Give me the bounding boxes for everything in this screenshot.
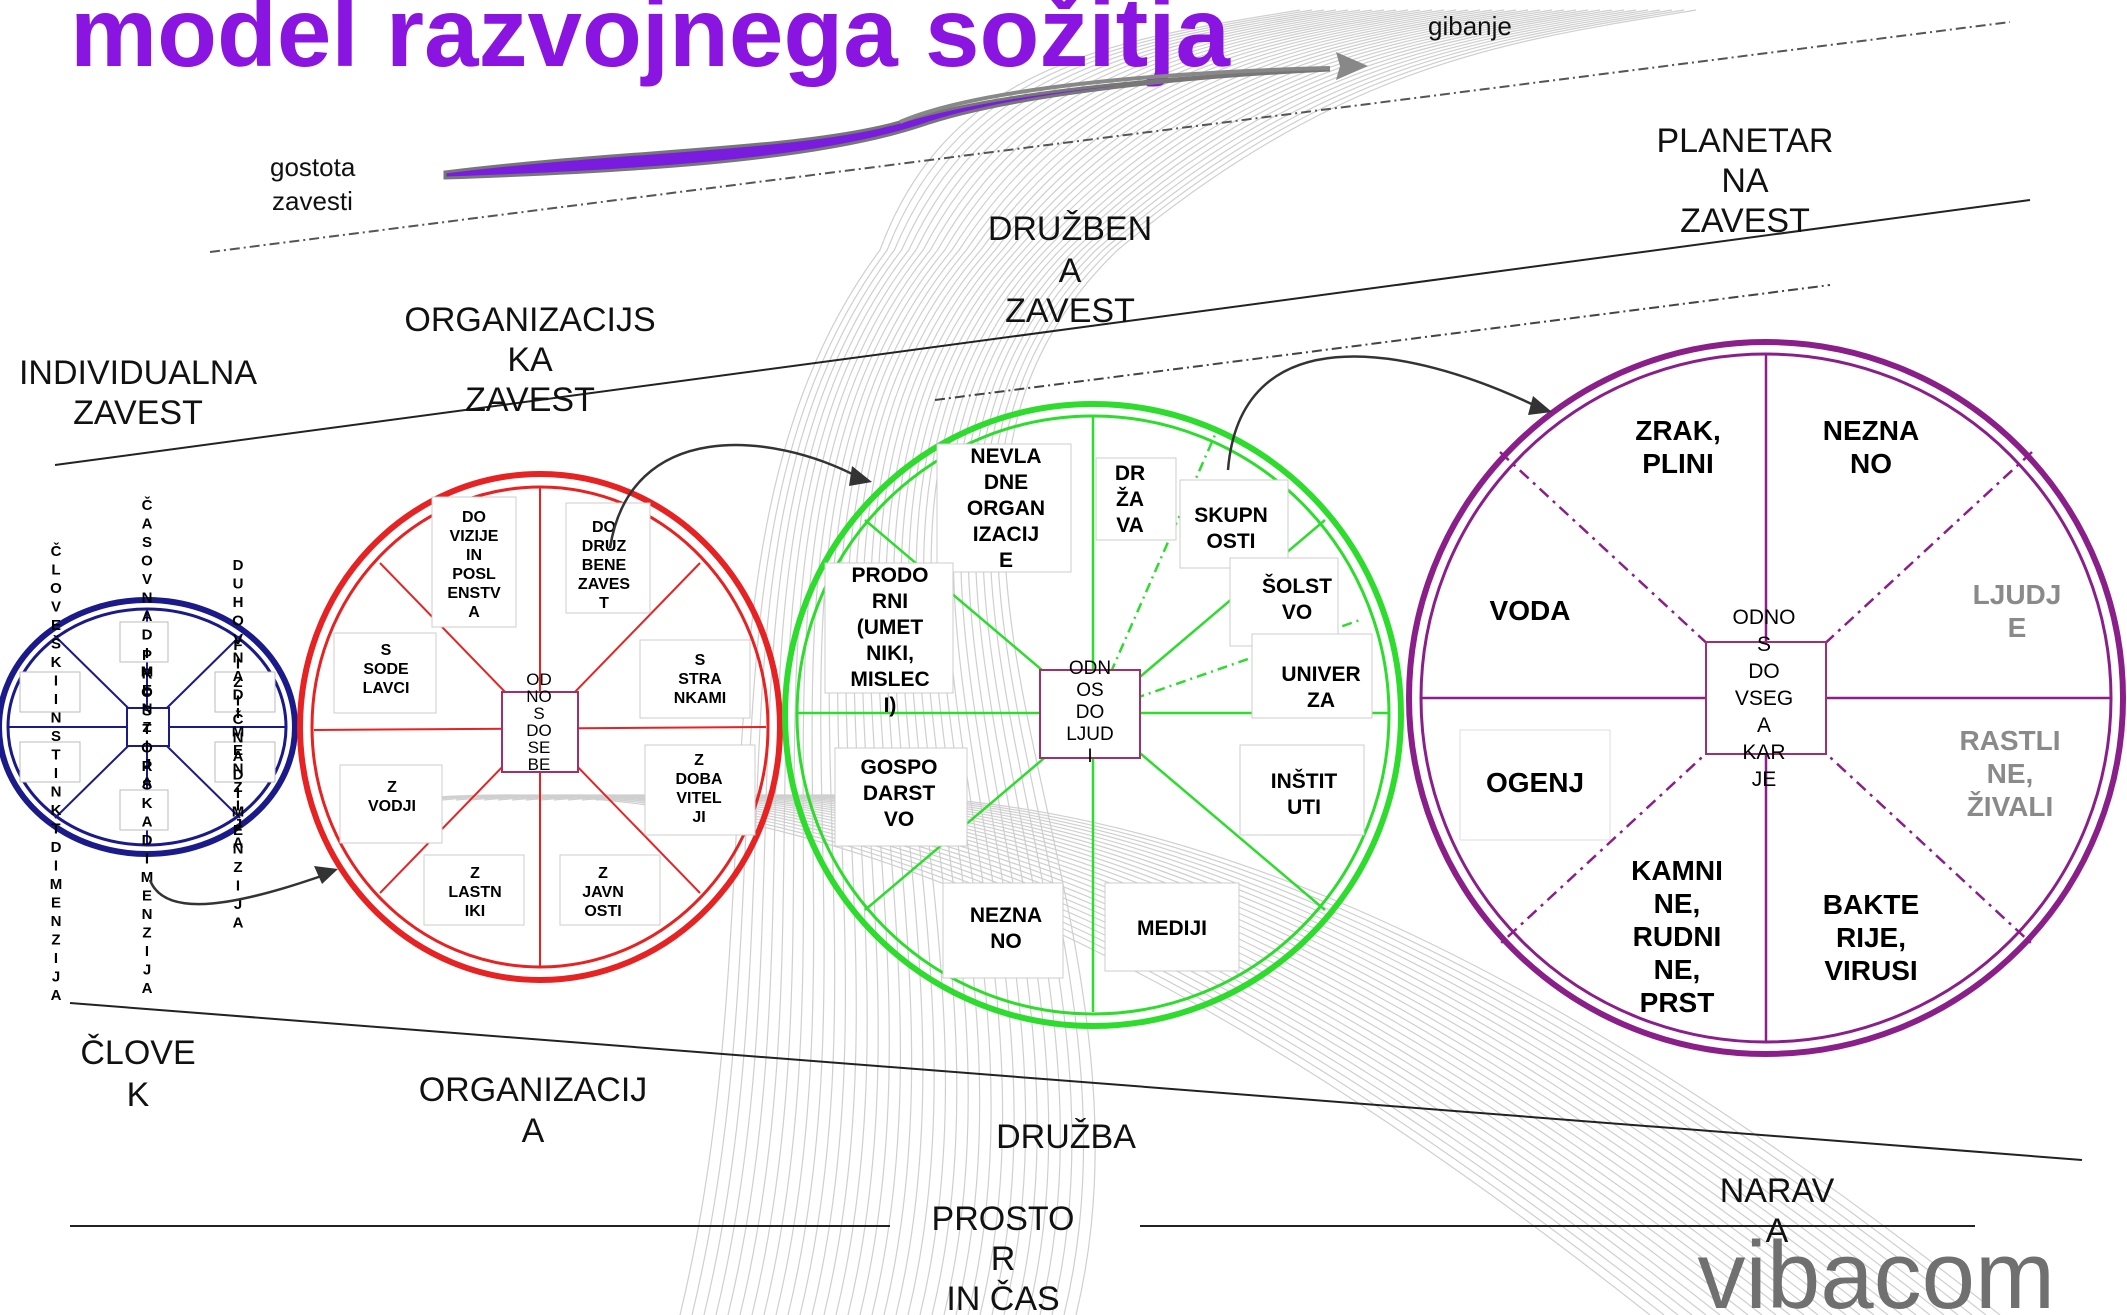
label-society: DRUŽBA [996,1118,1136,1156]
label-human: ČLOVE K [80,1034,195,1114]
cell-water: VODA [1490,595,1571,626]
svg-text:DRUŽBEN: DRUŽBEN [988,210,1152,248]
lower-guide-line [69,1002,2083,1161]
label-planetary-consciousness: PLANETAR NA ZAVEST [1657,122,1834,240]
label-social-consciousness: DRUŽBEN A ZAVEST [988,210,1152,330]
svg-text:PLANETAR: PLANETAR [1657,122,1834,160]
svg-text:ZAVEST: ZAVEST [1005,292,1135,330]
label-space-and-time: PROSTO R IN ČAS [932,1200,1075,1315]
label-organization: ORGANIZACIJ A [419,1071,648,1150]
svg-text:PROSTO: PROSTO [932,1200,1075,1238]
circle-organization [297,471,783,983]
svg-text:KA: KA [507,341,553,379]
svg-text:NARAV: NARAV [1720,1172,1835,1210]
svg-text:DRUŽBA: DRUŽBA [996,1118,1136,1156]
label-individual-consciousness: INDIVIDUALNA ZAVEST [19,354,257,432]
svg-text:gostota: gostota [270,152,356,182]
svg-text:K: K [127,1076,150,1114]
connector-arrows [148,355,1541,906]
upper-guide-line [54,199,2031,466]
cell-air-gases: ZRAK,PLINI [1635,415,1721,479]
density-ribbon [443,52,1368,180]
svg-text:INDIVIDUALNA: INDIVIDUALNA [19,354,257,392]
svg-text:IN ČAS: IN ČAS [946,1280,1059,1315]
label-nature: NARAV A [1720,1172,1835,1250]
dashed-line-top [209,21,2011,253]
circle-nature [1406,339,2126,1057]
circle-society [782,401,1404,1029]
motion-label: gibanje [1428,11,1512,41]
cell-fire: OGENJ [1486,767,1584,798]
svg-text:ZAVEST: ZAVEST [1680,202,1810,240]
svg-text:zavesti: zavesti [272,186,353,216]
svg-text:ORGANIZACIJ: ORGANIZACIJ [419,1071,648,1109]
svg-text:ZAVEST: ZAVEST [465,381,595,419]
cell-media: MEDIJI [1137,917,1207,940]
svg-text:A: A [1059,252,1082,290]
svg-text:NA: NA [1721,162,1769,200]
circle-individual [0,597,298,857]
svg-text:A: A [1766,1212,1789,1250]
background-swirl [399,9,2001,1315]
svg-text:ORGANIZACIJS: ORGANIZACIJS [404,301,655,339]
svg-text:ZAVEST: ZAVEST [73,394,203,432]
density-label: gostota zavesti [270,152,356,216]
page-title: model razvojnega sožitja [70,0,1231,87]
svg-text:A: A [522,1112,545,1150]
arrow-heads [314,396,1552,884]
svg-text:R: R [991,1240,1016,1278]
svg-text:ČLOVE: ČLOVE [80,1034,195,1072]
vibacom-logo: vibacom [1698,1222,2055,1315]
label-organizational-consciousness: ORGANIZACIJS KA ZAVEST [404,301,655,419]
